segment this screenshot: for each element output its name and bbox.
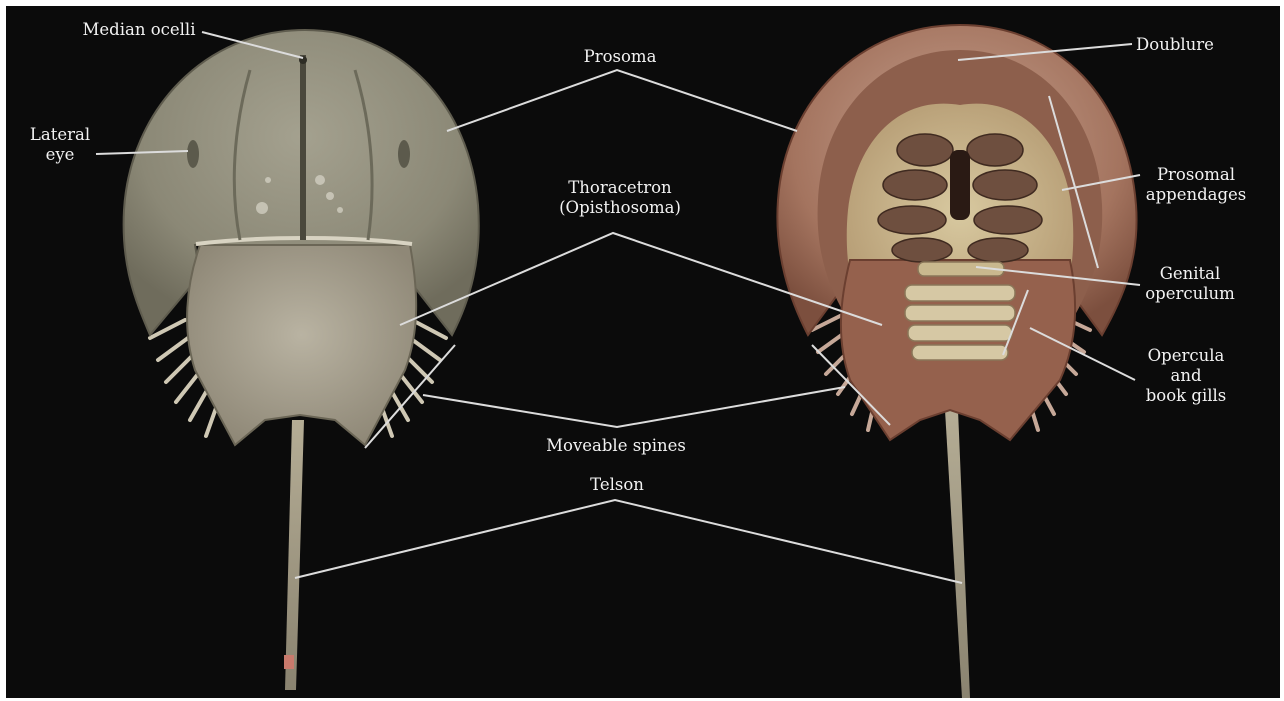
ventral-mouth — [950, 150, 970, 220]
label-opercula-book-gills: Opercula and book gills — [1146, 346, 1227, 406]
label-prosomal-appendages-line2: appendages — [1146, 185, 1247, 205]
label-thoracetron-line2: (Opisthosoma) — [559, 198, 681, 218]
label-doublure: Doublure — [1136, 35, 1214, 55]
leader-prosoma — [447, 70, 797, 131]
label-prosoma: Prosoma — [584, 47, 657, 67]
dorsal-telson — [285, 420, 304, 690]
dorsal-specimen — [124, 30, 479, 690]
label-lateral-eye: Lateral eye — [30, 125, 90, 165]
label-thoracetron-line1: Thoracetron — [559, 178, 681, 198]
label-prosomal-appendages-line1: Prosomal — [1146, 165, 1247, 185]
label-thoracetron: Thoracetron (Opisthosoma) — [559, 178, 681, 218]
dorsal-lateral-eye-left — [187, 140, 199, 168]
label-genital-operculum-line2: operculum — [1145, 284, 1235, 304]
dorsal-thoracetron — [187, 245, 416, 445]
label-opercula-line3: book gills — [1146, 386, 1227, 406]
dorsal-lateral-eye-right — [398, 140, 410, 168]
label-median-ocelli: Median ocelli — [83, 20, 196, 40]
label-telson: Telson — [590, 475, 644, 495]
label-genital-operculum: Genital operculum — [1145, 264, 1235, 304]
label-prosomal-appendages: Prosomal appendages — [1146, 165, 1247, 205]
label-genital-operculum-line1: Genital — [1145, 264, 1235, 284]
label-moveable-spines: Moveable spines — [546, 436, 686, 456]
label-lateral-eye-line2: eye — [30, 145, 90, 165]
ventral-telson — [945, 410, 970, 698]
label-lateral-eye-line1: Lateral — [30, 125, 90, 145]
leader-moveable-spines-main — [423, 387, 845, 427]
label-opercula-line1: Opercula — [1146, 346, 1227, 366]
leader-telson — [295, 500, 962, 583]
dorsal-telson-tip — [284, 655, 294, 669]
label-opercula-line2: and — [1146, 366, 1227, 386]
ventral-specimen — [777, 25, 1136, 698]
